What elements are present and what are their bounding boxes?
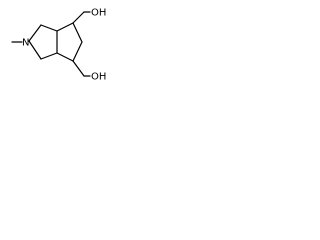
nitrogen-label: N — [22, 38, 29, 49]
bond-c6-c6a — [56, 52, 74, 62]
bond-n-c3 — [28, 40, 42, 60]
hydroxyl-top-label: OH — [91, 8, 106, 19]
bond-n-c1 — [28, 24, 42, 42]
bond-c4-ch2 — [72, 11, 85, 24]
molecule-structure: N OH OH — [11, 8, 106, 83]
bond-c3-c6a — [40, 52, 58, 60]
bond-c5-c6 — [72, 41, 83, 62]
hydroxyl-bottom-label: OH — [91, 72, 106, 83]
ring-bonds — [28, 22, 83, 62]
substituent-bonds — [11, 11, 91, 77]
bond-c3a-c4 — [56, 22, 74, 32]
bond-c1-c3a — [40, 24, 58, 32]
molecule-canvas: N OH OH — [0, 0, 112, 92]
bond-c6-ch2 — [72, 60, 85, 77]
bond-c4-c5 — [72, 22, 83, 43]
